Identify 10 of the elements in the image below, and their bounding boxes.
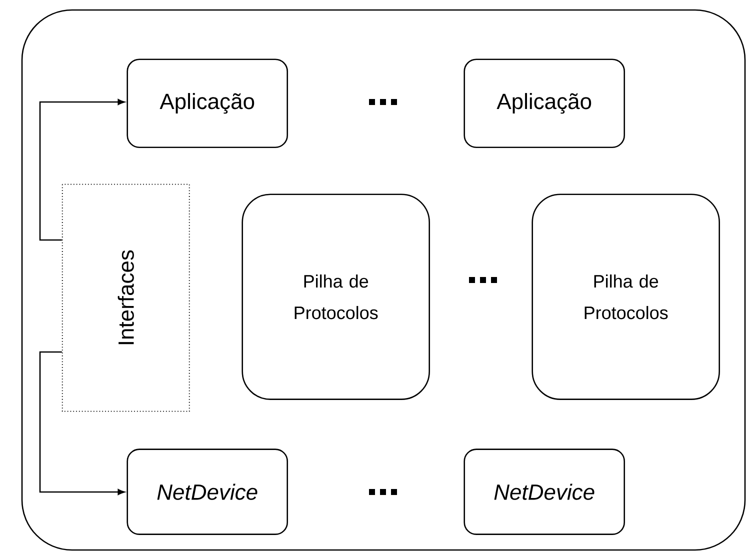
netdevice-box: NetDevice — [464, 448, 625, 535]
application-box: Aplicação — [126, 58, 288, 148]
outer-frame — [21, 9, 746, 551]
protocol-stack-box: Pilha de Protocolos — [532, 194, 720, 400]
application-box: Aplicação — [464, 58, 625, 148]
netdevice-box: NetDevice — [126, 448, 288, 535]
arrow — [39, 351, 125, 495]
interfaces-box: Interfaces — [62, 184, 190, 412]
arrow — [39, 99, 125, 241]
protocol-stack-box: Pilha de Protocolos — [242, 194, 430, 400]
